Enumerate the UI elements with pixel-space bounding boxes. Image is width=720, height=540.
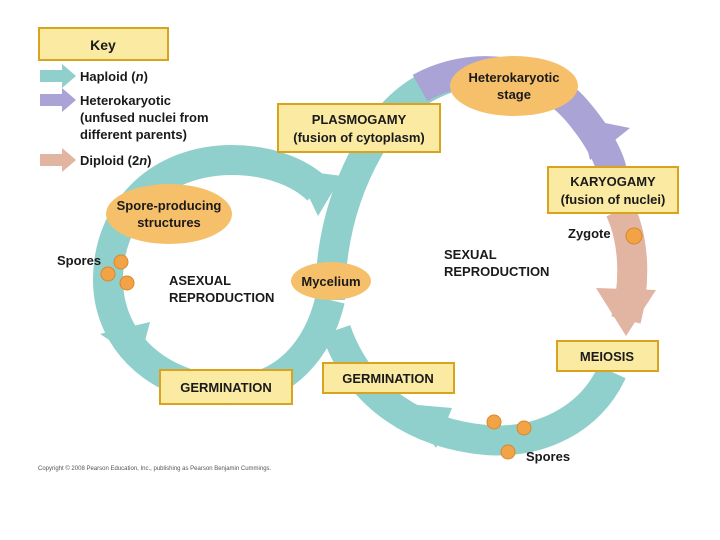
spore-bottom-2 (516, 420, 532, 436)
haploid-arrow-icon (40, 64, 76, 88)
sexual-reproduction-line2: REPRODUCTION (444, 264, 549, 279)
key-heterokaryotic-line1: Heterokaryotic (80, 93, 171, 108)
spore-producing-line2: structures (137, 215, 201, 230)
key-title: Key (90, 37, 116, 53)
copyright-notice: Copyright © 2008 Pearson Education, Inc.… (38, 466, 272, 472)
diploid-arrow-icon (40, 148, 76, 172)
mycelium-oval: Mycelium (291, 262, 371, 300)
plasmogamy-box: PLASMOGAMY (fusion of cytoplasm) (277, 103, 441, 153)
zygote-cell (625, 227, 643, 245)
key-title-box (38, 27, 169, 61)
germination-right-label: GERMINATION (342, 371, 433, 386)
key-heterokaryotic-line2: (unfused nuclei from (80, 110, 209, 125)
spore-bottom-3 (500, 444, 516, 460)
spores-bottom-label: Spores (526, 449, 570, 464)
meiosis-box: MEIOSIS (556, 340, 659, 372)
spores-left-label: Spores (57, 253, 101, 268)
key-heterokaryotic-line3: different parents) (80, 127, 187, 142)
karyogamy-subtitle: (fusion of nuclei) (561, 192, 666, 207)
spore-bottom-1 (486, 414, 502, 430)
mycelium-label: Mycelium (301, 274, 360, 289)
spore-producing-line1: Spore-producing (117, 198, 222, 213)
key-haploid-label: Haploid (n) (80, 69, 148, 84)
germination-left-label: GERMINATION (180, 380, 271, 395)
spore-left-2 (100, 266, 116, 282)
spore-producing-structures-oval: Spore-producing structures (106, 184, 232, 244)
heterokaryotic-stage-line2: stage (497, 87, 531, 102)
asexual-reproduction-line2: REPRODUCTION (169, 290, 274, 305)
diploid-arrowhead (596, 288, 656, 336)
germination-right-box: GERMINATION (322, 362, 455, 394)
germination-left-box: GERMINATION (159, 369, 293, 405)
diploid-band (596, 203, 656, 336)
key-diploid-label: Diploid (2n) (80, 153, 152, 168)
karyogamy-box: KARYOGAMY (fusion of nuclei) (547, 166, 679, 214)
heterokaryotic-stage-oval: Heterokaryotic stage (450, 56, 578, 116)
sexual-arrowhead-bottom (406, 404, 452, 448)
karyogamy-title: KARYOGAMY (570, 174, 656, 189)
plasmogamy-subtitle: (fusion of cytoplasm) (293, 130, 424, 145)
asexual-arrowhead-left (100, 322, 150, 360)
heterokaryotic-stage-line1: Heterokaryotic (468, 70, 559, 85)
meiosis-label: MEIOSIS (580, 349, 635, 364)
asexual-arrowhead-top (296, 170, 342, 216)
sexual-reproduction-line1: SEXUAL (444, 247, 497, 262)
spore-left-1 (113, 254, 129, 270)
spore-left-3 (119, 275, 135, 291)
heterokaryotic-arrow-icon (40, 88, 76, 112)
zygote-label: Zygote (568, 226, 611, 241)
asexual-reproduction-line1: ASEXUAL (169, 273, 231, 288)
heterokaryotic-arrowhead (580, 118, 630, 160)
plasmogamy-title: PLASMOGAMY (312, 112, 407, 127)
key-legend: Key Haploid (n) Heterokaryotic (unfused … (38, 27, 209, 172)
